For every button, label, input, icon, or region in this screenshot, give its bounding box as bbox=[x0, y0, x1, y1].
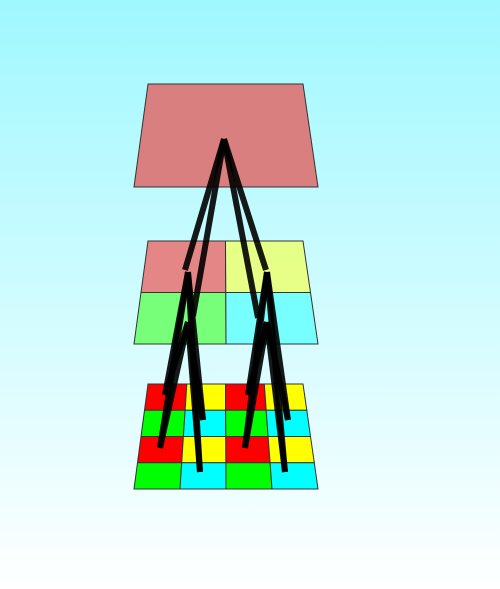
level-0-root bbox=[133, 83, 319, 188]
tree-edges bbox=[157, 138, 291, 473]
level-1-grid bbox=[133, 240, 319, 345]
level-2-cell-r3-c1 bbox=[179, 462, 227, 490]
edge-child-2-to-grandchild-2 bbox=[157, 321, 191, 449]
level-2-cell-r0-c2 bbox=[224, 383, 267, 411]
edge-root-to-child-br bbox=[221, 138, 261, 319]
edge-child-2-to-grandchild-3 bbox=[185, 321, 203, 473]
level-2-cell-r3-c3 bbox=[269, 462, 319, 490]
level-2-cell-r2-c3 bbox=[267, 436, 315, 464]
level-2-cell-r3-c0 bbox=[133, 462, 183, 490]
edge-child-3-to-grandchild-3 bbox=[264, 321, 288, 473]
edge-root-to-child-bl bbox=[190, 138, 227, 317]
level-0-plane bbox=[133, 83, 319, 188]
level-2-cell-r2-c1 bbox=[181, 436, 227, 464]
edge-child-3-to-grandchild-2 bbox=[242, 321, 270, 449]
level-2-cell-r3-c2 bbox=[225, 462, 273, 490]
